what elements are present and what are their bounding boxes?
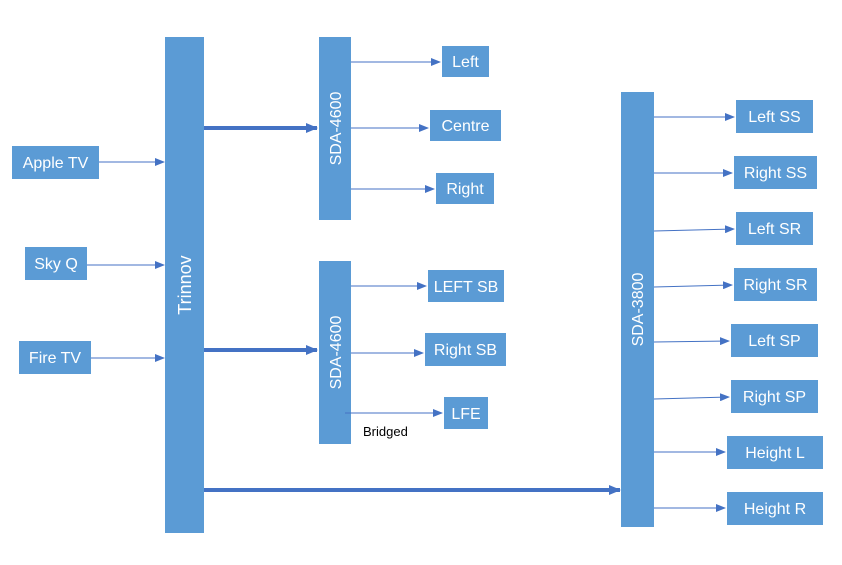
source-apple-tv: Apple TV [12,146,99,179]
amp-sda-4600-rear: SDA-4600 [319,261,351,444]
output-right-ss: Right SS [734,156,817,189]
amp-front-label: SDA-4600 [328,91,345,165]
output-right-sb-label: Right SB [434,342,497,359]
output-left-sb: LEFT SB [428,270,504,302]
arrow-to-right-sr [653,281,733,290]
source-fire-tv: Fire TV [19,341,91,374]
arrow-to-left-sr [653,225,735,234]
output-height-r: Height R [727,492,823,525]
output-left-sr-label: Left SR [748,221,801,238]
output-left-sp-label: Left SP [748,333,800,350]
source-apple-tv-label: Apple TV [23,155,89,172]
arrow-to-left-sp [653,337,730,346]
output-right-sp: Right SP [731,380,818,413]
processor-trinnov: Trinnov [165,37,204,533]
processor-label: Trinnov [175,255,195,314]
arrow-to-right-sp [653,393,730,402]
output-left-ss-label: Left SS [748,109,800,126]
amp-sda-4600-front: SDA-4600 [319,37,351,220]
bridged-note: Bridged [363,424,408,439]
output-lfe: LFE [444,397,488,429]
output-height-l-label: Height L [745,445,805,462]
output-left-label: Left [452,54,479,71]
output-left-ss: Left SS [736,100,813,133]
amp-rear-label: SDA-4600 [328,315,345,389]
output-right-sb: Right SB [425,333,506,366]
output-left-sr: Left SR [736,212,813,245]
amp-sda-3800: SDA-3800 [621,92,654,527]
source-sky-q: Sky Q [25,247,87,280]
output-left-sp: Left SP [731,324,818,357]
output-right-label: Right [446,181,484,198]
amp-sda-3800-label: SDA-3800 [630,272,647,346]
source-sky-q-label: Sky Q [34,256,78,273]
output-right: Right [436,173,494,204]
output-right-sr-label: Right SR [743,277,807,294]
output-right-ss-label: Right SS [744,165,807,182]
output-centre-label: Centre [441,118,489,135]
output-height-l: Height L [727,436,823,469]
output-right-sr: Right SR [734,268,817,301]
output-lfe-label: LFE [451,406,480,423]
output-centre: Centre [430,110,501,141]
source-fire-tv-label: Fire TV [29,350,81,367]
output-left: Left [442,46,489,77]
output-height-r-label: Height R [744,501,806,518]
output-left-sb-label: LEFT SB [434,279,499,296]
output-right-sp-label: Right SP [743,389,806,406]
